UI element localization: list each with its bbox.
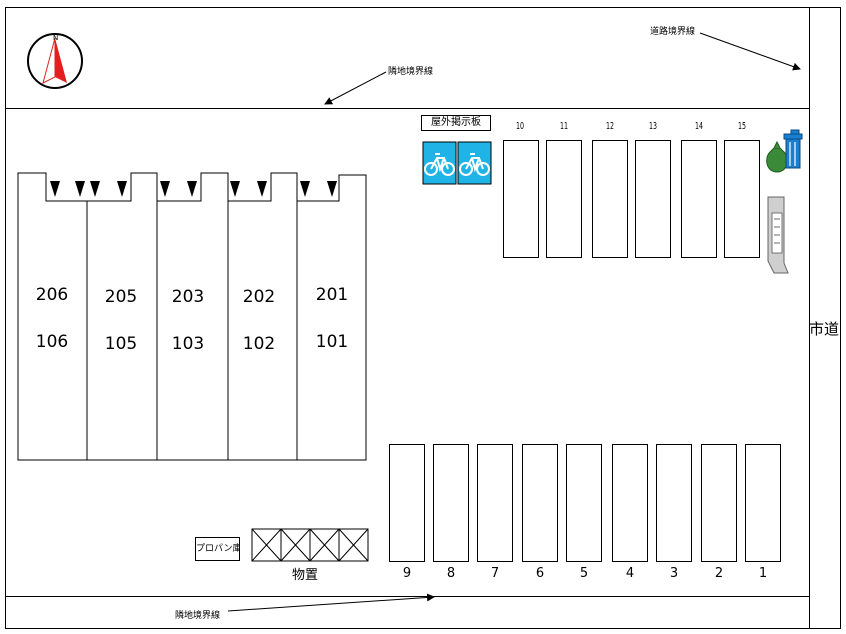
parking-space-1 — [745, 444, 781, 562]
unit-102: 102 — [242, 334, 276, 354]
parking-number-14: 14 — [694, 121, 704, 132]
parking-space-13 — [635, 140, 671, 258]
parking-number-9: 9 — [402, 566, 412, 581]
parking-space-4 — [612, 444, 648, 562]
parking-space-11 — [546, 140, 582, 258]
unit-202: 202 — [242, 287, 276, 307]
road-boundary-label: 道路境界線 — [650, 27, 696, 37]
propane-storage: プロパン庫 — [195, 537, 240, 561]
bicycle-icon — [424, 153, 490, 176]
parking-space-5 — [566, 444, 602, 562]
unit-105: 105 — [104, 334, 138, 354]
parking-number-6: 6 — [535, 566, 545, 581]
garbage-bag-icon — [766, 140, 788, 173]
storage-sheds — [251, 528, 369, 562]
bulletin-board: 屋外掲示板 — [421, 115, 491, 131]
sign-stand — [767, 196, 789, 274]
bottom-neighbor-boundary-line — [5, 596, 810, 597]
entrance-markers — [50, 181, 337, 197]
trash-bin-icon — [783, 129, 803, 169]
parking-space-12 — [592, 140, 628, 258]
parking-number-7: 7 — [490, 566, 500, 581]
compass-north-label: N — [53, 34, 59, 42]
top-neighbor-boundary-line — [5, 108, 810, 109]
parking-number-13: 13 — [648, 121, 658, 132]
garbage-area — [766, 129, 803, 173]
parking-space-15 — [724, 140, 760, 258]
neighbor-boundary-top-label: 隣地境界線 — [388, 67, 434, 77]
unit-201: 201 — [315, 285, 349, 305]
north-compass-icon — [27, 33, 83, 89]
unit-206: 206 — [35, 285, 69, 305]
parking-number-4: 4 — [625, 566, 635, 581]
parking-number-12: 12 — [605, 121, 615, 132]
unit-205: 205 — [104, 287, 138, 307]
parking-number-11: 11 — [559, 121, 569, 132]
parking-number-2: 2 — [714, 566, 724, 581]
city-road-strip — [809, 7, 810, 629]
city-road-label: 市道 — [809, 320, 840, 338]
propane-storage-label: プロパン庫 — [196, 544, 240, 554]
unit-106: 106 — [35, 332, 69, 352]
bulletin-board-label: 屋外掲示板 — [431, 117, 481, 128]
parking-space-10 — [503, 140, 539, 258]
unit-101: 101 — [315, 332, 349, 352]
storage-label: 物置 — [292, 568, 319, 583]
parking-space-14 — [681, 140, 717, 258]
parking-number-1: 1 — [758, 566, 768, 581]
parking-number-8: 8 — [446, 566, 456, 581]
parking-space-6 — [522, 444, 558, 562]
unit-203: 203 — [171, 287, 205, 307]
neighbor-boundary-bottom-label: 隣地境界線 — [175, 611, 221, 621]
parking-space-9 — [389, 444, 425, 562]
parking-number-5: 5 — [579, 566, 589, 581]
unit-103: 103 — [171, 334, 205, 354]
parking-number-15: 15 — [737, 121, 747, 132]
parking-space-8 — [433, 444, 469, 562]
parking-number-3: 3 — [669, 566, 679, 581]
parking-number-10: 10 — [515, 121, 525, 132]
parking-space-2 — [701, 444, 737, 562]
parking-space-7 — [477, 444, 513, 562]
parking-space-3 — [656, 444, 692, 562]
bicycle-parking — [422, 141, 492, 185]
